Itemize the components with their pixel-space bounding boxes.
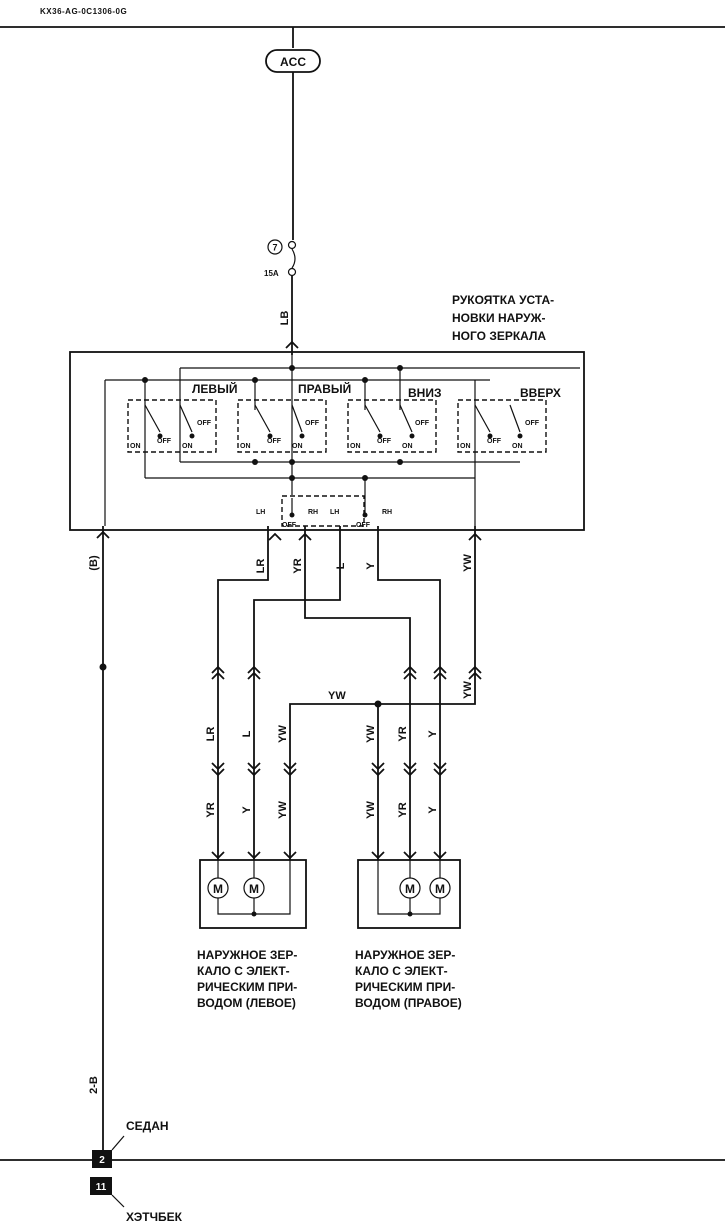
- left-mirror-label-4: ВОДОМ (ЛЕВОЕ): [197, 996, 296, 1010]
- wire-labels: LR YR L Y YW YW YW LR L YW YW YR Y YR Y …: [205, 554, 474, 819]
- svg-text:ON: ON: [240, 443, 251, 450]
- hatchback-label: ХЭТЧБЕК: [126, 1210, 183, 1224]
- fuse: 7 15A: [264, 239, 297, 278]
- svg-text:YW: YW: [328, 690, 346, 702]
- motor-symbol: M: [435, 882, 445, 896]
- contact-group-up: ON OFF ON OFF: [457, 399, 547, 453]
- svg-text:LR: LR: [255, 559, 267, 574]
- svg-text:11: 11: [96, 1182, 107, 1193]
- switch-internal-wiring: [104, 355, 580, 526]
- svg-text:OFF: OFF: [415, 420, 430, 427]
- contact-group-right: ON OFF ON OFF: [237, 399, 327, 453]
- left-mirror-label-3: РИЧЕСКИМ ПРИ-: [197, 980, 297, 994]
- svg-text:YW: YW: [277, 725, 289, 743]
- svg-text:OFF: OFF: [267, 438, 282, 445]
- fuse-number: 7: [272, 243, 277, 253]
- svg-text:ON: ON: [402, 443, 413, 450]
- wire-label-2b: 2-B: [88, 1076, 100, 1094]
- svg-text:YR: YR: [205, 802, 217, 817]
- switch-title-line-2: НОВКИ НАРУЖ-: [452, 311, 545, 325]
- switch-assembly-box: [69, 351, 585, 531]
- svg-text:RH: RH: [382, 509, 392, 516]
- right-mirror-motors: M M: [357, 859, 461, 929]
- svg-text:L: L: [241, 730, 253, 737]
- right-mirror-label-3: РИЧЕСКИМ ПРИ-: [355, 980, 455, 994]
- svg-text:OFF: OFF: [197, 420, 212, 427]
- svg-text:OFF: OFF: [157, 438, 172, 445]
- svg-text:ON: ON: [182, 443, 193, 450]
- svg-text:Y: Y: [427, 730, 439, 738]
- svg-text:YR: YR: [397, 726, 409, 741]
- svg-text:ON: ON: [460, 443, 471, 450]
- wire-label-lb: LB: [279, 311, 291, 326]
- motor-symbol: M: [249, 882, 259, 896]
- right-mirror-label-2: КАЛО С ЭЛЕКТ-: [355, 964, 448, 978]
- svg-text:OFF: OFF: [282, 522, 297, 529]
- svg-text:LR: LR: [205, 727, 217, 742]
- svg-text:OFF: OFF: [377, 438, 392, 445]
- svg-text:LH: LH: [256, 509, 265, 516]
- svg-text:ON: ON: [130, 443, 141, 450]
- ground-point-sedan: 2 СЕДАН: [92, 1119, 169, 1168]
- switch-title-line-3: НОГО ЗЕРКАЛА: [452, 329, 546, 343]
- svg-text:OFF: OFF: [305, 420, 320, 427]
- svg-text:YW: YW: [365, 725, 377, 743]
- switch-label-up: ВВЕРХ: [520, 386, 561, 400]
- contact-group-left: ON OFF ON OFF: [127, 399, 217, 453]
- switch-label-right: ПРАВЫЙ: [298, 381, 351, 396]
- svg-text:OFF: OFF: [356, 522, 371, 529]
- contact-group-down: ON OFF ON OFF: [347, 399, 437, 453]
- svg-text:YR: YR: [397, 802, 409, 817]
- left-mirror-label-1: НАРУЖНОЕ ЗЕР-: [197, 948, 297, 962]
- svg-text:YW: YW: [462, 681, 474, 699]
- right-mirror-label-1: НАРУЖНОЕ ЗЕР-: [355, 948, 455, 962]
- wire-label-b: (B): [88, 555, 100, 571]
- lh-rh-selector: LH RH LH RH OFF OFF: [256, 478, 392, 529]
- diagram-code: KX36-AG-0C1306-0G: [40, 7, 127, 16]
- sedan-label: СЕДАН: [126, 1119, 169, 1133]
- left-mirror-label-2: КАЛО С ЭЛЕКТ-: [197, 964, 290, 978]
- switch-title-line-1: РУКОЯТКА УСТА-: [452, 293, 554, 307]
- motor-symbol: M: [405, 882, 415, 896]
- svg-text:L: L: [335, 562, 347, 569]
- left-mirror-motors: M M: [199, 859, 307, 929]
- switch-label-down: ВНИЗ: [408, 386, 441, 400]
- switch-label-left: ЛЕВЫЙ: [192, 381, 237, 396]
- acc-label: ACC: [280, 55, 306, 69]
- output-wires: [211, 526, 482, 860]
- svg-text:YW: YW: [277, 801, 289, 819]
- svg-text:Y: Y: [427, 806, 439, 814]
- svg-text:Y: Y: [241, 806, 253, 814]
- ground-point-hatchback: 11 ХЭТЧБЕК: [90, 1177, 183, 1224]
- svg-text:RH: RH: [308, 509, 318, 516]
- svg-text:YW: YW: [462, 554, 474, 572]
- svg-text:ON: ON: [512, 443, 523, 450]
- svg-text:YR: YR: [292, 558, 304, 573]
- fuse-number-circle: [267, 239, 283, 255]
- svg-text:Y: Y: [365, 562, 377, 570]
- svg-text:2: 2: [99, 1155, 105, 1166]
- svg-text:OFF: OFF: [525, 420, 540, 427]
- motor-symbol: M: [213, 882, 223, 896]
- right-mirror-label-4: ВОДОМ (ПРАВОЕ): [355, 996, 462, 1010]
- svg-text:OFF: OFF: [487, 438, 502, 445]
- svg-text:YW: YW: [365, 801, 377, 819]
- svg-text:ON: ON: [292, 443, 303, 450]
- fuse-rating: 15A: [264, 269, 279, 278]
- svg-text:LH: LH: [330, 509, 339, 516]
- svg-text:ON: ON: [350, 443, 361, 450]
